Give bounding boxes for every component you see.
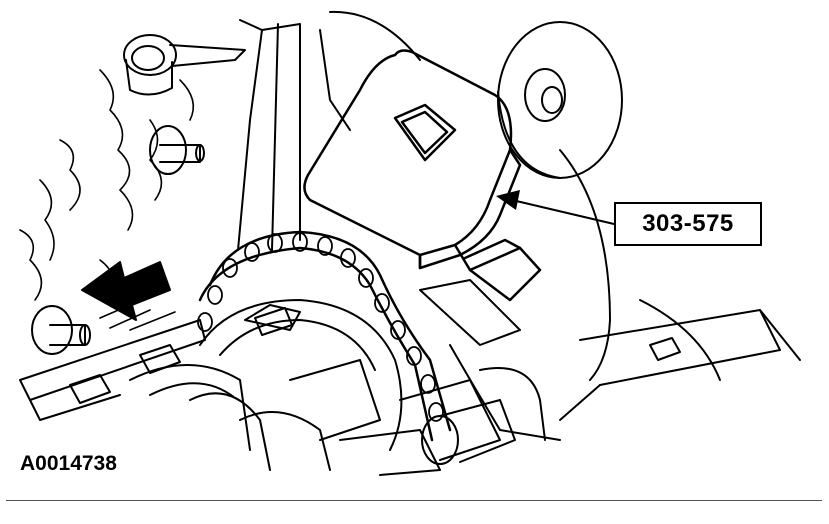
engine-block-outline: [237, 10, 721, 381]
washer: [497, 21, 623, 179]
cam-cap-bolts: [69, 307, 681, 404]
chain-guide: [419, 279, 561, 465]
special-tool-303-575: [303, 49, 542, 302]
camshaft: [129, 359, 546, 476]
figure-id: A0014738: [20, 452, 117, 475]
casting-texture: [19, 69, 195, 301]
direction-arrow-left-icon: [81, 261, 171, 321]
stud-lower-left: [31, 305, 91, 355]
cam-rail: [19, 309, 801, 421]
upper-bolt: [123, 34, 246, 96]
tool-callout-label: 303-575: [614, 202, 762, 246]
divider-rule: [6, 500, 822, 501]
hatch-marks: [99, 304, 176, 331]
camshaft-sprocket: [199, 299, 403, 451]
stud-upper-left: [149, 125, 205, 175]
callout-leader: [496, 190, 615, 225]
timing-chain: [197, 230, 452, 442]
